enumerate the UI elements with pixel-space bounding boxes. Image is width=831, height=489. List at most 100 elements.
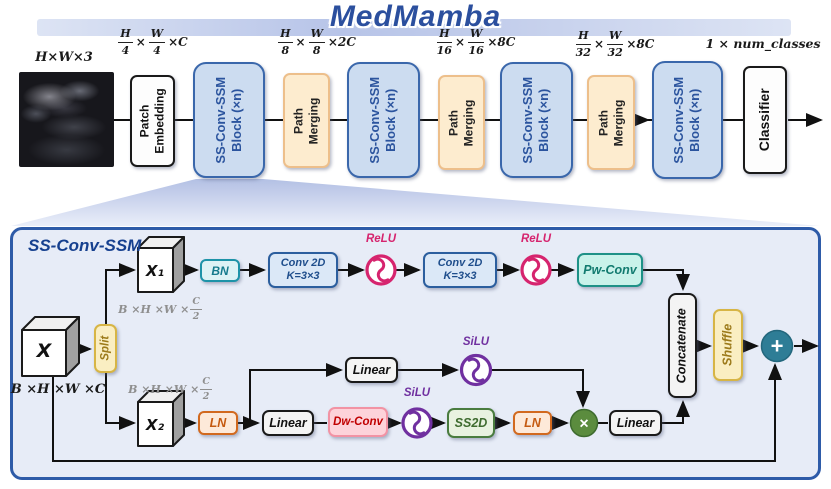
silu-label-lower: SiLU	[403, 387, 431, 399]
add-node: +	[760, 329, 794, 363]
concatenate-box: Concatenate	[668, 293, 697, 398]
path-merging-label: Path Merging	[446, 99, 476, 146]
block-label: SS-Conv-SSM Block (×n)	[212, 76, 245, 164]
block-label: SS-Conv-SSM Block (×n)	[671, 76, 703, 164]
shuffle-box: Shuffle	[713, 309, 743, 381]
channels-suffix: ×C	[168, 35, 188, 49]
zoom-trapezoid	[11, 179, 820, 226]
x1-cube-label: X₁	[145, 262, 164, 280]
ss-conv-ssm-block-4: SS-Conv-SSM Block (×n)	[652, 61, 723, 179]
dims-prefix: B ×H ×W ×	[118, 302, 190, 316]
relu-label-2: ReLU	[520, 233, 552, 245]
times-sign: ×	[135, 35, 146, 49]
linear-label: Linear	[269, 416, 307, 430]
ultrasound-input-image	[19, 72, 114, 167]
linear-label: Linear	[352, 363, 391, 377]
bn-label: BN	[211, 263, 229, 278]
concatenate-label: Concatenate	[674, 307, 689, 384]
conv2d-box-1: Conv 2D K=3×3	[268, 252, 338, 288]
channels-suffix: ×8C	[487, 35, 516, 49]
input-dims-label: H×W×3	[35, 50, 93, 65]
split-box: Split	[94, 324, 117, 373]
multiply-glyph: ×	[579, 416, 588, 433]
block-label: SS-Conv-SSM Block (×n)	[520, 76, 552, 164]
conv2d-label: Conv 2D K=3×3	[437, 256, 483, 282]
patch-embedding-label: Patch Embedding	[137, 88, 167, 154]
relu-icon	[365, 254, 397, 286]
ln-label: LN	[209, 416, 227, 430]
silu-icon	[401, 407, 433, 439]
path-merging-label: Path Merging	[596, 99, 626, 146]
times-sign: ×	[295, 35, 306, 49]
silu-label-upper: SiLU	[462, 336, 490, 348]
ss-conv-ssm-block-2: SS-Conv-SSM Block (×n)	[347, 62, 420, 178]
path-merging-block-3: Path Merging	[587, 75, 635, 170]
dims-prefix: B ×H ×W ×	[128, 382, 200, 396]
conv2d-box-2: Conv 2D K=3×3	[423, 252, 497, 288]
shuffle-label: Shuffle	[720, 323, 735, 367]
input-cube-label: X	[36, 340, 53, 362]
input-cube: X	[21, 316, 80, 377]
times-sign: ×	[454, 35, 466, 49]
conv2d-label: Conv 2D K=3×3	[280, 256, 326, 282]
ln-box-1: LN	[198, 411, 238, 435]
linear-label: Linear	[616, 416, 655, 430]
path-merging-block-2: Path Merging	[438, 75, 485, 170]
x1-cube: X₁	[137, 236, 185, 293]
split-label: Split	[99, 336, 112, 361]
title-bar	[37, 19, 791, 36]
output-dims-label: 1 × num_classes	[705, 36, 821, 51]
silu-icon	[459, 353, 493, 387]
ln-box-2: LN	[513, 411, 552, 435]
pwconv-box: Pw-Conv	[577, 253, 643, 287]
dwconv-label: Dw-Conv	[333, 416, 383, 428]
times-sign: ×	[593, 37, 605, 51]
ss-conv-ssm-block-1: SS-Conv-SSM Block (×n)	[193, 62, 265, 178]
figure-title: MedMamba	[329, 0, 502, 33]
path-merging-block-1: Path Merging	[283, 73, 330, 168]
x2-cube: X₂	[137, 390, 185, 447]
relu-label-1: ReLU	[365, 233, 397, 245]
channels-suffix: ×8C	[626, 37, 655, 51]
add-glyph: +	[771, 334, 784, 359]
path-merging-label: Path Merging	[291, 97, 321, 144]
multiply-node: ×	[569, 408, 599, 438]
x-dims-label: B ×H ×W ×C	[10, 382, 106, 397]
classifier-label: Classifier	[756, 88, 773, 152]
panel-title: SS-Conv-SSM	[28, 236, 142, 255]
ss-conv-ssm-block-3: SS-Conv-SSM Block (×n)	[500, 62, 573, 178]
ln-label: LN	[524, 416, 541, 430]
linear-box-upper: Linear	[345, 357, 398, 383]
bn-box: BN	[200, 259, 240, 282]
patch-embedding-block: Patch Embedding	[130, 75, 175, 167]
detail-flow-lines	[52, 263, 819, 462]
pwconv-label: Pw-Conv	[583, 263, 637, 277]
channels-suffix: ×2C	[327, 35, 356, 49]
ss2d-box: SS2D	[447, 408, 495, 438]
x2-cube-label: X₂	[145, 416, 165, 434]
ss2d-label: SS2D	[454, 416, 488, 430]
block-label: SS-Conv-SSM Block (×n)	[367, 76, 399, 164]
linear-box-2: Linear	[609, 410, 662, 436]
dwconv-box: Dw-Conv	[328, 407, 388, 437]
linear-box-1: Linear	[262, 410, 314, 436]
classifier-block: Classifier	[743, 66, 787, 174]
